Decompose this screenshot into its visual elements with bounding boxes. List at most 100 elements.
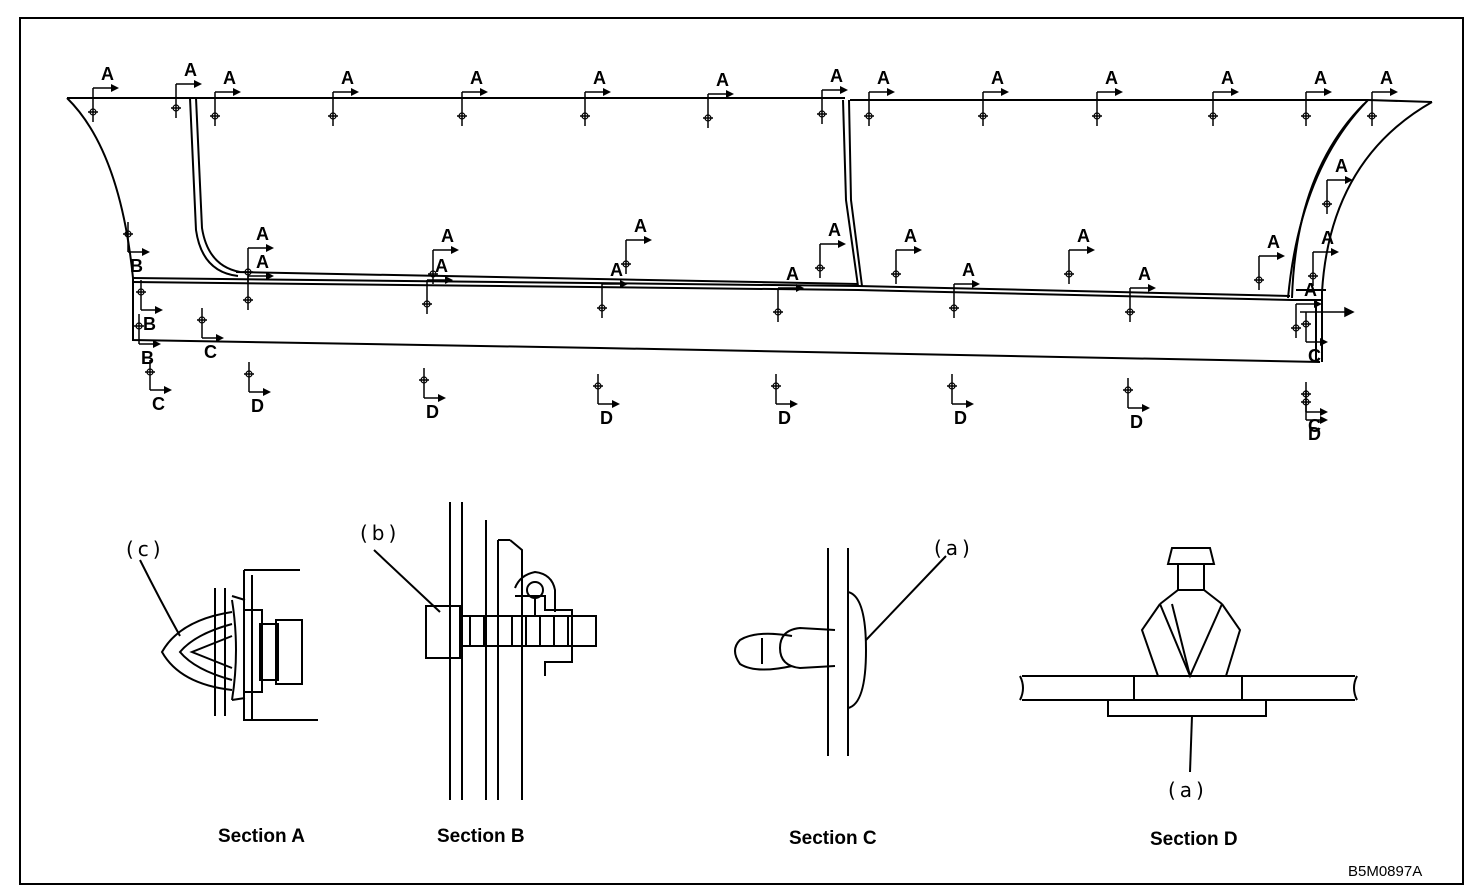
clip-marker-a: A [978, 68, 1009, 126]
clip-marker-a: A [580, 68, 611, 126]
marker-label: A [1138, 264, 1151, 284]
marker-label: A [786, 264, 799, 284]
section-b-drawing [373, 502, 597, 800]
clip-marker-a: A [949, 260, 980, 318]
section-d-drawing [1019, 547, 1358, 773]
clip-marker-b: B [123, 222, 150, 276]
clip-marker-d: D [593, 374, 620, 428]
clip-marker-a: A [1092, 68, 1123, 126]
clip-marker-c: C [197, 308, 224, 362]
section-a-drawing [139, 559, 318, 721]
marker-label: A [1267, 232, 1280, 252]
clip-marker-a: A [703, 70, 734, 128]
marker-label: C [1308, 346, 1321, 366]
clip-marker-a: A [210, 68, 241, 126]
clip-marker-d: D [244, 362, 271, 416]
clip-marker-a: A [773, 264, 804, 322]
clip-marker-d: D [1123, 378, 1150, 432]
marker-label: A [101, 64, 114, 84]
clip-marker-c: C [145, 360, 172, 414]
figure-frame [19, 17, 1464, 885]
marker-label: D [778, 408, 791, 428]
clip-marker-a: A [1208, 68, 1239, 126]
clip-marker-b: B [134, 314, 161, 368]
clip-marker-a: A [815, 220, 846, 278]
marker-label: A [223, 68, 236, 88]
marker-label: A [904, 226, 917, 246]
marker-label: A [1304, 280, 1317, 300]
marker-label: C [152, 394, 165, 414]
marker-label: A [1380, 68, 1393, 88]
clip-marker-a: A [171, 60, 202, 118]
marker-label: D [426, 402, 439, 422]
clip-marker-d: D [1301, 390, 1328, 444]
marker-label: A [341, 68, 354, 88]
clip-marker-a: A [422, 256, 453, 314]
marker-label: A [828, 220, 841, 240]
marker-label: B [143, 314, 156, 334]
marker-label: D [251, 396, 264, 416]
marker-label: D [1308, 424, 1321, 444]
callout-c: (c) [126, 537, 165, 561]
marker-label: A [962, 260, 975, 280]
section-b-caption: Section B [437, 826, 525, 847]
clip-marker-a: A [328, 68, 359, 126]
clip-marker-a: A [597, 260, 628, 318]
section-c-drawing [734, 548, 947, 756]
clip-marker-a: A [1064, 226, 1095, 284]
marker-label: A [256, 224, 269, 244]
marker-label: A [441, 226, 454, 246]
marker-label: A [1335, 156, 1348, 176]
clip-marker-a: A [891, 226, 922, 284]
marker-label: A [991, 68, 1004, 88]
clip-marker-d: D [947, 374, 974, 428]
clip-marker-c: C [1301, 312, 1328, 366]
clip-marker-a: A [817, 66, 848, 124]
side-body-outline [66, 97, 1433, 363]
marker-label: A [256, 252, 269, 272]
clip-marker-a: A [621, 216, 652, 274]
figure-code: B5M0897A [1348, 863, 1422, 880]
clip-marker-b: B [136, 280, 163, 334]
marker-label: A [1321, 228, 1334, 248]
section-c-arrow [1300, 306, 1355, 318]
callout-a-section-d: (a) [1168, 778, 1208, 802]
callout-a-section-c: (a) [934, 536, 974, 560]
marker-label: D [954, 408, 967, 428]
marker-label: C [1308, 416, 1321, 436]
clip-marker-a: A [1308, 228, 1339, 286]
clip-marker-a: A [1125, 264, 1156, 322]
marker-label: A [830, 66, 843, 86]
clip-marker-a: A [1322, 156, 1353, 214]
marker-label: C [204, 342, 217, 362]
marker-label: A [1221, 68, 1234, 88]
clip-marker-a: A [1301, 68, 1332, 126]
marker-label: A [877, 68, 890, 88]
marker-label: A [435, 256, 448, 276]
clip-marker-a: A [1291, 280, 1322, 338]
marker-label: B [141, 348, 154, 368]
clip-marker-d: D [771, 374, 798, 428]
clip-marker-a: A [1367, 68, 1398, 126]
marker-label: B [130, 256, 143, 276]
marker-label: A [470, 68, 483, 88]
clip-marker-a: A [1254, 232, 1285, 290]
clip-marker-a: A [243, 252, 274, 310]
section-a-caption: Section A [218, 826, 305, 847]
marker-label: A [593, 68, 606, 88]
clip-marker-a: A [864, 68, 895, 126]
marker-label: A [634, 216, 647, 236]
callout-b: (b) [360, 521, 400, 545]
clip-marker-a: A [88, 64, 119, 122]
section-c-caption: Section C [789, 828, 877, 849]
marker-label: D [1130, 412, 1143, 432]
clip-marker-d: D [419, 368, 446, 422]
marker-label: A [610, 260, 623, 280]
clip-marker-a: A [457, 68, 488, 126]
section-d-caption: Section D [1150, 829, 1238, 850]
clip-marker-a: A [428, 226, 459, 284]
marker-label: A [1077, 226, 1090, 246]
marker-label: A [184, 60, 197, 80]
